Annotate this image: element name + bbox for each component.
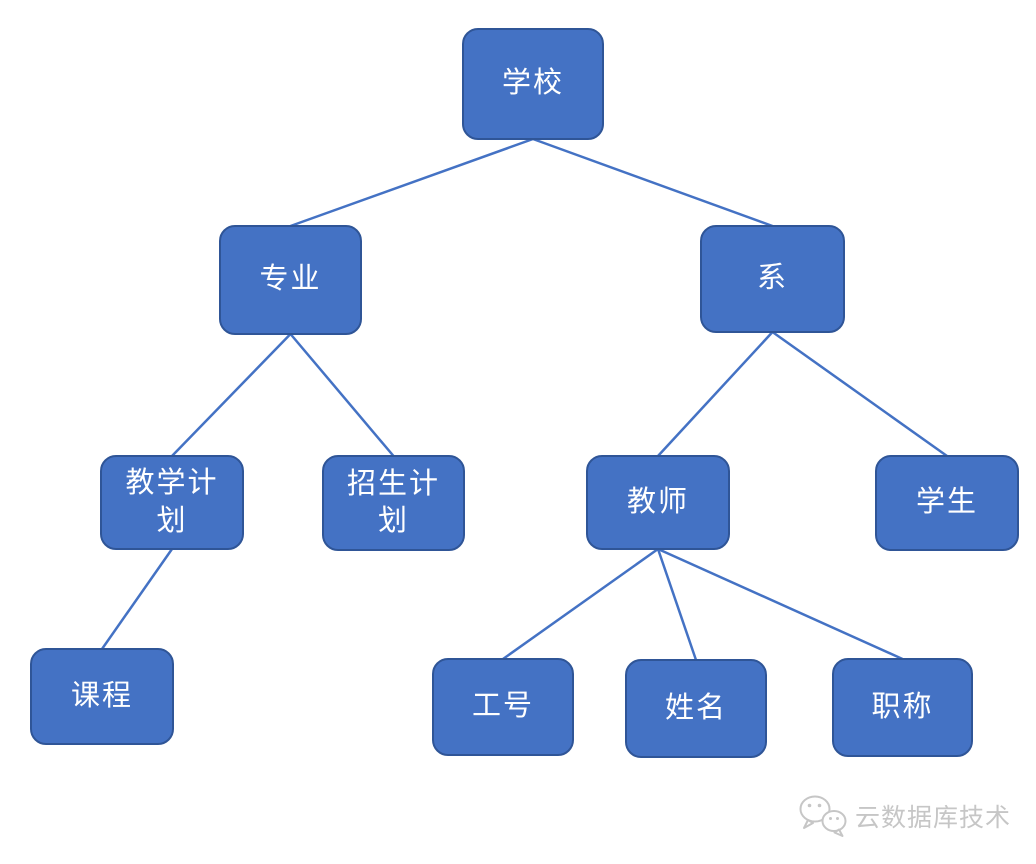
node-label: 教学计划: [125, 467, 219, 537]
node-student: 学生: [875, 455, 1019, 551]
node-major: 专业: [219, 225, 362, 335]
watermark: 云数据库技术: [798, 794, 1011, 838]
node-teaching-plan: 教学计划: [100, 455, 244, 550]
node-title: 职称: [832, 658, 973, 757]
node-label: 工号: [471, 690, 534, 723]
node-school: 学校: [462, 28, 604, 140]
node-label: 专业: [259, 263, 322, 296]
connector-line: [100, 548, 174, 650]
connector-line: [657, 547, 904, 661]
node-course: 课程: [30, 648, 174, 745]
node-employee-id: 工号: [432, 658, 574, 756]
node-label: 学校: [501, 67, 564, 100]
connector-line: [657, 331, 774, 457]
node-department: 系: [700, 225, 845, 333]
node-label: 招生计划: [346, 467, 440, 537]
node-teacher: 教师: [586, 455, 730, 550]
node-enrollment-plan: 招生计划: [322, 455, 465, 551]
node-label: 课程: [70, 679, 133, 712]
connector-line: [532, 137, 773, 228]
watermark-text: 云数据库技术: [855, 804, 1012, 832]
connector-line: [771, 330, 948, 458]
node-label: 教师: [626, 485, 689, 518]
node-name: 姓名: [625, 659, 767, 758]
node-label: 学生: [915, 486, 978, 519]
node-label: 姓名: [664, 691, 727, 724]
connector-line: [656, 548, 698, 661]
connector-line: [290, 137, 534, 228]
node-label: 系: [756, 262, 788, 295]
wechat-icon: [799, 795, 847, 837]
node-label: 职称: [871, 690, 934, 723]
connector-line: [171, 333, 292, 457]
connector-line: [502, 547, 659, 661]
connector-line: [289, 333, 395, 457]
